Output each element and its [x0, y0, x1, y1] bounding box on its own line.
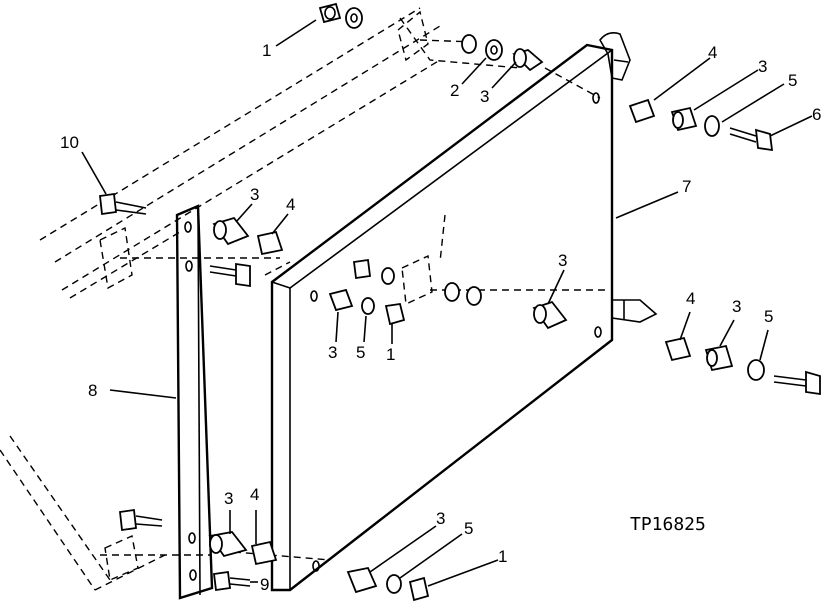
- side-fitting: [611, 299, 658, 323]
- bolt-left-upper: [209, 262, 251, 288]
- washer-part-5-right: [747, 359, 765, 381]
- bolt-part-10: [99, 192, 147, 216]
- callout-labels: 1 2 3 4 3 5 6 10 3 4 7 3 3 5 1 4 3 5 8 3…: [60, 41, 821, 594]
- nut-part-1-bottom: [408, 576, 430, 602]
- callout-5-panel-left: 5: [356, 343, 365, 362]
- nut-part-1-top: [318, 2, 342, 24]
- callout-3-top: 3: [480, 87, 489, 106]
- frame-bracket-left: [99, 226, 133, 290]
- bolt-right: [773, 370, 821, 396]
- reference-code: TP16825: [630, 514, 706, 535]
- frame-outline: [0, 7, 610, 591]
- bushing-part-3-panel-left: [328, 288, 354, 312]
- callout-5-top-right: 5: [788, 71, 797, 90]
- callout-6: 6: [812, 105, 821, 124]
- elbow-fitting: [599, 32, 631, 81]
- callout-1-panel-left: 1: [386, 345, 395, 364]
- callout-5-right: 5: [764, 307, 773, 326]
- leader-lines: [81, 19, 813, 587]
- bushing-part-3-left-lower: [208, 531, 248, 558]
- callout-2: 2: [450, 81, 459, 100]
- bushing-part-3-right: [704, 344, 734, 372]
- nut-center: [352, 258, 372, 280]
- callout-7: 7: [682, 177, 691, 196]
- callout-9: 9: [260, 575, 269, 594]
- callout-3-left-upper: 3: [250, 185, 259, 204]
- nut-part-1-panel-left: [384, 302, 406, 326]
- bushing-part-3-left-upper: [212, 216, 250, 246]
- spacer-part-4-left-upper: [256, 230, 284, 256]
- mounting-strap-part-8: [175, 204, 214, 600]
- callout-10: 10: [60, 133, 79, 152]
- spacer-part-4-top-right: [628, 98, 656, 124]
- bushing-part-3-center: [532, 300, 568, 330]
- callout-3-top-right: 3: [758, 57, 767, 76]
- panel-part-7: [270, 43, 614, 592]
- callout-5-bottom: 5: [464, 519, 473, 538]
- spacer-part-4-left-lower: [250, 540, 278, 566]
- callout-3-left-lower: 3: [224, 489, 233, 508]
- frame-bracket-upper: [397, 10, 429, 62]
- frame-bracket-center: [401, 254, 433, 306]
- bolt-part-6: [729, 127, 774, 152]
- washer-top-1: [345, 7, 363, 29]
- callout-4-right: 4: [686, 289, 695, 308]
- washer-part-5-top-right: [704, 115, 720, 137]
- washer-part-5-bottom: [386, 574, 402, 594]
- callout-8: 8: [88, 381, 97, 400]
- callout-3-bottom: 3: [436, 509, 445, 528]
- bushing-part-3-top: [512, 48, 544, 72]
- bolt-left-lower: [119, 508, 163, 532]
- callout-3-panel-left: 3: [328, 343, 337, 362]
- callout-1-top: 1: [262, 41, 271, 60]
- callout-4-top-right: 4: [708, 43, 717, 62]
- callout-3-center: 3: [558, 251, 567, 270]
- callout-4-left-upper: 4: [286, 195, 295, 214]
- callout-4-left-lower: 4: [250, 485, 259, 504]
- callout-3-right: 3: [732, 297, 741, 316]
- bushing-part-3-bottom: [346, 566, 378, 594]
- bushing-part-3-top-right: [670, 106, 698, 132]
- washer-part-5-panel-left: [361, 297, 375, 315]
- frame-bracket-lower: [104, 535, 139, 581]
- washer-center-1: [381, 267, 395, 285]
- spacer-part-4-right: [664, 336, 692, 362]
- washer-top-2: [461, 34, 503, 61]
- bolt-part-9: [212, 570, 251, 592]
- washer-center-2: [444, 282, 482, 306]
- callout-1-bottom: 1: [498, 547, 507, 566]
